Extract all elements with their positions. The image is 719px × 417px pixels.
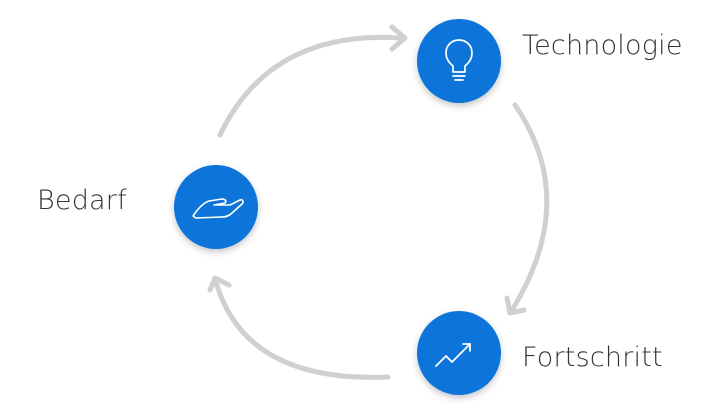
arrow-bedarf-to-technologie <box>217 24 408 138</box>
lightbulb-icon <box>445 39 473 81</box>
node-technologie <box>417 19 501 103</box>
open-hand-icon <box>192 198 244 219</box>
trending-up-icon <box>435 343 471 367</box>
label-bedarf: Bedarf <box>37 185 127 216</box>
label-technologie: Technologie <box>522 30 683 61</box>
node-fortschritt <box>417 311 501 395</box>
arrow-technologie-to-fortschritt <box>504 102 550 316</box>
arrow-fortschritt-to-bedarf <box>207 275 391 380</box>
node-bedarf <box>174 165 258 249</box>
label-fortschritt: Fortschritt <box>522 342 663 373</box>
